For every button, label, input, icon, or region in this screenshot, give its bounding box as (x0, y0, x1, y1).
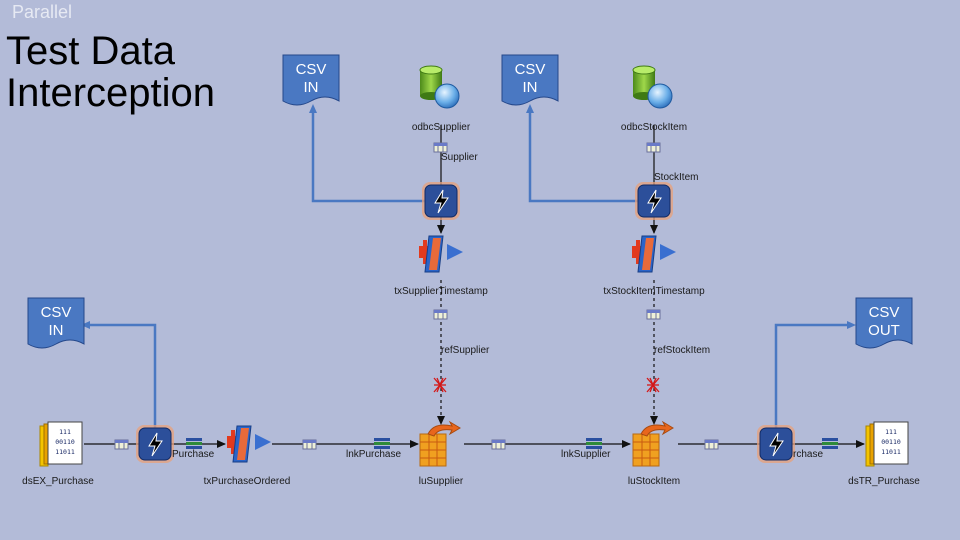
tx-supplier-timestamp-stage[interactable] (419, 235, 463, 273)
dataset-icon: 111 00110 11011 (865, 421, 909, 467)
csv-in-badge-3-line2: IN (49, 322, 64, 339)
intercept-stage-supplier[interactable] (422, 182, 460, 220)
link-marker-icon (646, 142, 661, 153)
link-marker-icon (433, 142, 448, 153)
odbc-stockitem-label: odbcStockItem (621, 122, 687, 133)
tx-purchase-ordered-label: txPurchaseOrdered (204, 476, 291, 487)
link-marker-icon (704, 439, 719, 450)
transformer-icon (419, 235, 463, 273)
link-marker-icon (302, 439, 317, 450)
link-markers (114, 142, 838, 450)
link-marker-icon (114, 439, 129, 450)
csv-in-badge-3: CSV IN (27, 297, 85, 349)
lu-supplier-stage[interactable] (419, 420, 461, 467)
csv-in-badge-1: CSV IN (282, 54, 340, 106)
csv-out-badge-line1: CSV (869, 304, 900, 321)
lu-supplier-label: luSupplier (419, 476, 464, 487)
lookup-icon (419, 420, 461, 467)
database-icon (632, 65, 656, 100)
lightning-icon (769, 432, 784, 457)
slide-title: Test Data Interception (6, 30, 215, 114)
link-marker-icon (646, 309, 661, 320)
partition-marker-icon (186, 438, 202, 449)
odbc-stockitem-stage[interactable] (632, 65, 673, 109)
tx-stockitem-timestamp-label: txStockItemTimestamp (603, 286, 705, 297)
title-line-2: Interception (6, 71, 216, 115)
csv-in-badge-3-line1: CSV (41, 304, 72, 321)
sort-marker-icon (646, 377, 660, 393)
intercept-stage-output[interactable] (757, 425, 795, 463)
data-links (84, 125, 865, 448)
sort-marker-icon (433, 377, 447, 393)
lightning-icon (647, 189, 662, 214)
intercept-stage-input[interactable] (136, 425, 174, 463)
transformer-icon (632, 235, 676, 273)
svg-text:00110: 00110 (55, 438, 75, 446)
odbc-supplier-stage[interactable] (419, 65, 460, 109)
link-label-lnk-supplier: lnkSupplier (561, 449, 611, 460)
globe-icon (434, 83, 460, 109)
lightning-icon (148, 432, 163, 457)
tx-purchase-ordered-stage[interactable] (227, 425, 271, 463)
csv-out-badge-line2: OUT (868, 322, 900, 339)
tx-stockitem-timestamp-stage[interactable] (632, 235, 676, 273)
partition-marker-icon (586, 438, 602, 449)
lu-stockitem-stage[interactable] (632, 420, 674, 467)
connector-to-csv-in-3 (81, 321, 157, 428)
interception-connectors (81, 104, 856, 428)
svg-text:111: 111 (885, 428, 897, 436)
ds-ex-purchase-stage[interactable]: 111 00110 11011 (39, 421, 83, 467)
partition-marker-icon (374, 438, 390, 449)
link-label-stockitem: StockItem (654, 172, 698, 183)
connector-to-csv-in-1 (309, 104, 425, 203)
svg-text:00110: 00110 (881, 438, 901, 446)
tx-supplier-timestamp-label: txSupplierTimestamp (394, 286, 488, 297)
link-marker-icon (433, 309, 448, 320)
top-label: Parallel (12, 2, 73, 22)
odbc-supplier-label: odbcSupplier (412, 122, 471, 133)
lu-stockitem-label: luStockItem (628, 476, 680, 487)
dataset-icon: 111 00110 11011 (39, 421, 83, 467)
csv-in-badge-1-line2: IN (304, 79, 319, 96)
svg-text:111: 111 (59, 428, 71, 436)
csv-in-badge-1-line1: CSV (296, 61, 327, 78)
link-label-supplier: Supplier (441, 152, 478, 163)
svg-text:11011: 11011 (881, 448, 901, 456)
csv-in-badge-2: CSV IN (501, 54, 559, 106)
link-label-purchase-out: rchase (793, 449, 823, 460)
link-label-ref-stockitem: refStockItem (654, 345, 710, 356)
ds-tr-purchase-stage[interactable]: 111 00110 11011 (865, 421, 909, 467)
svg-text:11011: 11011 (55, 448, 75, 456)
link-label-lnk-purchase: lnkPurchase (346, 449, 401, 460)
csv-in-badge-2-line1: CSV (515, 61, 546, 78)
lightning-icon (434, 189, 449, 214)
csv-in-badge-2-line2: IN (523, 79, 538, 96)
csv-out-badge: CSV OUT (855, 297, 913, 349)
link-label-purchase: Purchase (172, 449, 215, 460)
connector-to-csv-in-2 (526, 104, 640, 203)
ds-tr-purchase-label: dsTR_Purchase (848, 476, 920, 487)
globe-icon (647, 83, 673, 109)
title-line-1: Test Data (6, 29, 175, 73)
partition-marker-icon (822, 438, 838, 449)
connector-to-csv-out (774, 321, 856, 428)
lookup-icon (632, 420, 674, 467)
link-marker-icon (491, 439, 506, 450)
link-label-ref-supplier: refSupplier (441, 345, 490, 356)
ds-ex-purchase-label: dsEX_Purchase (22, 476, 94, 487)
intercept-stage-stockitem[interactable] (635, 182, 673, 220)
transformer-icon (227, 425, 271, 463)
